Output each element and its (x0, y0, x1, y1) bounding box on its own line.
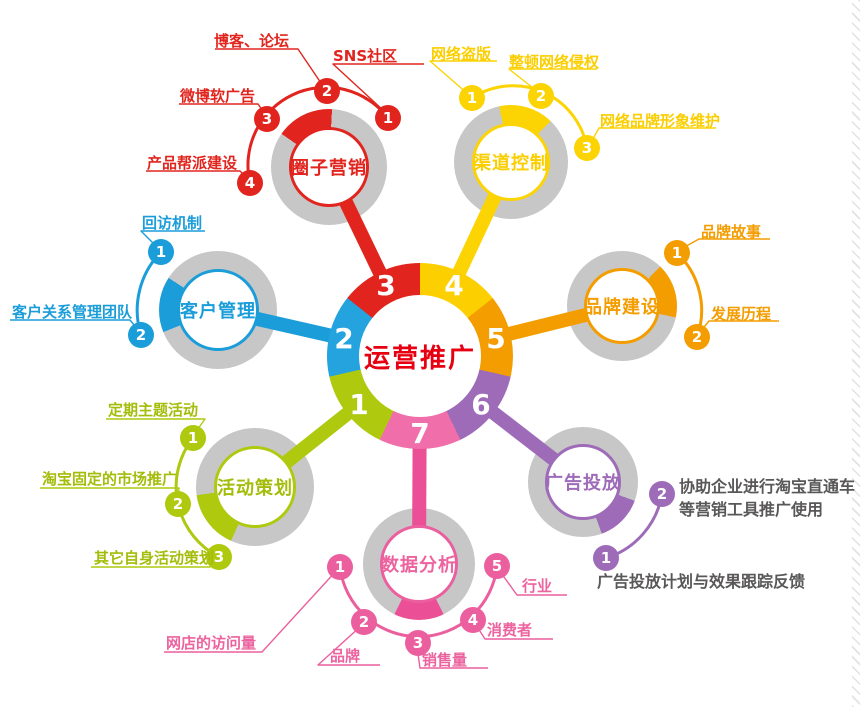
leader-sns (332, 63, 424, 113)
bullet-orange-2: 2 (684, 324, 710, 350)
bullet-red-2: 2 (314, 78, 340, 104)
hub-number-1: 1 (349, 388, 369, 421)
label-taobao-tools: 协助企业进行淘宝直通车 等营销工具推广使用 (679, 475, 855, 521)
bullet-red-1: 1 (375, 105, 401, 131)
hub-number-2: 2 (334, 322, 354, 355)
hub-number-4: 4 (444, 269, 464, 302)
label-brand: 品牌 (330, 647, 361, 665)
bullet-pink-5: 5 (484, 553, 510, 579)
bullet-purple-1: 1 (593, 545, 619, 571)
bullet-orange-1: 1 (664, 240, 690, 266)
bullet-pink-1: 1 (327, 554, 353, 580)
data-analysis-title: 数据分析 (381, 555, 457, 576)
label-infringement: 整顿网络侵权 (509, 53, 600, 71)
hub-number-6: 6 (471, 388, 491, 421)
label-theme-activity: 定期主题活动 (108, 401, 199, 419)
hub-number-3: 3 (376, 269, 396, 302)
bullet-red-3: 3 (254, 106, 280, 132)
bullet-pink-4: 4 (460, 607, 486, 633)
label-industry: 行业 (522, 577, 553, 595)
bullet-pink-2: 2 (351, 609, 377, 635)
bullet-purple-2: 2 (649, 481, 675, 507)
label-callback: 回访机制 (142, 214, 203, 232)
label-shop-visits: 网店的访问量 (166, 634, 257, 652)
bullet-green-2: 2 (165, 491, 191, 517)
label-piracy: 网络盗版 (431, 45, 492, 63)
label-history: 发展历程 (711, 305, 772, 323)
channel-control-title: 渠道控制 (473, 153, 549, 174)
hub-title: 运营推广 (363, 343, 476, 374)
inner-channel-control: 渠道控制 (472, 123, 550, 201)
label-weibo-ad: 微博软广告 (180, 87, 256, 105)
bullet-blue-2: 2 (128, 322, 154, 348)
label-crm-team: 客户关系管理团队 (12, 303, 133, 321)
leader-taobao-market (40, 487, 180, 500)
hub-number-5: 5 (486, 322, 506, 355)
inner-brand-building: 品牌建设 (584, 268, 660, 344)
hub-inner-circle: 运营推广 (359, 295, 481, 417)
label-product-guild: 产品帮派建设 (147, 154, 238, 172)
leader-blog-forum (215, 48, 324, 87)
leader-infringement (508, 68, 597, 93)
label-brand-image: 网络品牌形象维护 (600, 112, 721, 130)
bullet-green-1: 1 (180, 425, 206, 451)
activity-planning-title: 活动策划 (217, 478, 293, 499)
bullet-red-4: 4 (237, 170, 263, 196)
label-brand-story: 品牌故事 (701, 223, 762, 241)
bullet-yellow-1: 1 (459, 85, 485, 111)
bullet-yellow-3: 3 (574, 135, 600, 161)
hub-number-7: 7 (410, 417, 430, 450)
brand-building-title: 品牌建设 (584, 297, 660, 318)
inner-customer-management: 客户管理 (177, 269, 259, 351)
label-taobao-market: 淘宝固定的市场推广 (42, 470, 178, 488)
label-taobao-tools-line1: 协助企业进行淘宝直通车 (679, 477, 856, 496)
circle-marketing-title: 圈子营销 (291, 158, 367, 179)
inner-circle-marketing: 圈子营销 (289, 127, 369, 207)
bullet-blue-1: 1 (148, 239, 174, 265)
label-sales: 销售量 (422, 651, 468, 669)
ad-placement-title: 广告投放 (545, 473, 621, 494)
inner-activity-planning: 活动策划 (214, 446, 296, 528)
label-sns: SNS社区 (333, 47, 398, 65)
label-consumer: 消费者 (487, 621, 533, 639)
label-taobao-tools-line2: 等营销工具推广使用 (679, 500, 824, 519)
inner-data-analysis: 数据分析 (380, 525, 458, 603)
inner-ad-placement: 广告投放 (545, 444, 621, 520)
label-blog-forum: 博客、论坛 (214, 32, 290, 50)
right-edge-hatch-border (852, 0, 860, 707)
bullet-yellow-2: 2 (528, 83, 554, 109)
label-other-activity: 其它自身活动策划 (94, 549, 215, 567)
label-ad-plan: 广告投放计划与效果跟踪反馈 (597, 572, 806, 591)
customer-management-title: 客户管理 (180, 301, 256, 322)
